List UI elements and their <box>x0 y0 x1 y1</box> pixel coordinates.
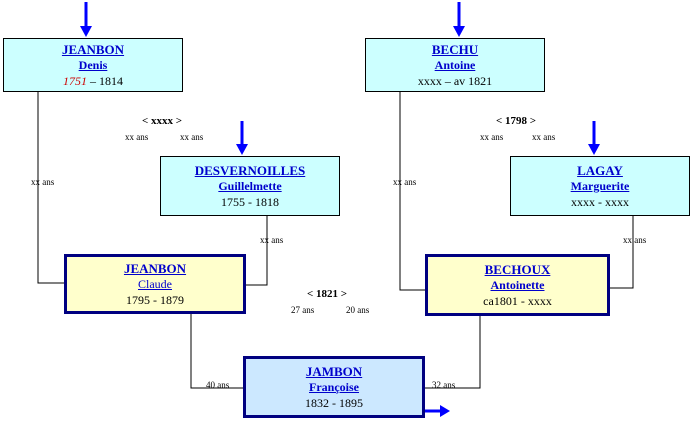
person-dates: 1832 - 1895 <box>305 395 363 410</box>
ancestor-arrow-guillelmette[interactable] <box>236 121 248 155</box>
person-box-desvernoilles-guillelmette[interactable]: DESVERNOILLES Guillelmette 1755 - 1818 <box>160 156 340 216</box>
person-box-bechoux-antoinette[interactable]: BECHOUX Antoinette ca1801 - xxxx <box>425 254 610 316</box>
person-first-name[interactable]: Marguerite <box>570 178 630 193</box>
person-last-name[interactable]: DESVERNOILLES <box>194 162 306 178</box>
ancestor-arrow-antoine[interactable] <box>453 2 465 37</box>
marriage-age-wife: xx ans <box>532 132 556 142</box>
person-dates: xxxx – av 1821 <box>417 73 493 88</box>
person-last-name[interactable]: BECHOUX <box>484 261 551 277</box>
marriage-year-jeanbon-desvernoilles: < xxxx > <box>142 115 183 127</box>
descendant-arrow-francoise[interactable] <box>425 405 450 417</box>
person-dates: xxxx - xxxx <box>571 194 629 209</box>
connector-guillelmette-claude <box>246 216 268 286</box>
marriage-age-husband: xx ans <box>125 132 149 142</box>
parent-age-claude: 40 ans <box>206 380 230 390</box>
parent-age-denis: xx ans <box>31 177 55 187</box>
person-last-name[interactable]: JAMBON <box>305 363 363 379</box>
marriage-age-wife: 20 ans <box>346 305 370 315</box>
connector-denis-claude <box>37 90 66 284</box>
person-last-name[interactable]: BECHU <box>431 41 479 57</box>
person-dates: ca1801 - xxxx <box>483 293 552 308</box>
ancestor-arrow-denis[interactable] <box>80 2 92 37</box>
marriage-age-husband: 27 ans <box>291 305 315 315</box>
marriage-age-husband: xx ans <box>480 132 504 142</box>
birth-year: 1751 <box>63 73 87 88</box>
marriage-age-wife: xx ans <box>180 132 204 142</box>
marriage-year-claude-antoinette: < 1821 > <box>307 288 348 300</box>
person-box-bechu-antoine[interactable]: BECHU Antoine xxxx – av 1821 <box>365 38 545 92</box>
parent-age-antoine: xx ans <box>393 177 417 187</box>
parent-age-marguerite: xx ans <box>623 235 647 245</box>
person-dates: 1755 - 1818 <box>221 194 279 209</box>
person-box-jambon-francoise[interactable]: JAMBON Françoise 1832 - 1895 <box>243 356 425 418</box>
person-last-name[interactable]: JEANBON <box>61 41 125 57</box>
connector-claude-francoise <box>190 312 244 389</box>
person-first-name[interactable]: Antoinette <box>490 277 545 292</box>
person-dates: 1751 – 1814 <box>63 73 123 88</box>
person-box-jeanbon-claude[interactable]: JEANBON Claude 1795 - 1879 <box>64 254 246 314</box>
person-last-name[interactable]: LAGAY <box>577 162 623 178</box>
connector-antoinette-francoise <box>425 316 481 389</box>
marriage-year-bechu-lagay: < 1798 > <box>496 115 537 127</box>
parent-age-guillelmette: xx ans <box>260 235 284 245</box>
person-first-name[interactable]: Denis <box>78 57 108 72</box>
parent-age-antoinette: 32 ans <box>432 380 456 390</box>
person-first-name[interactable]: Guillelmette <box>218 178 282 193</box>
person-dates: 1795 - 1879 <box>126 292 184 307</box>
person-first-name[interactable]: Claude <box>138 276 172 291</box>
person-box-lagay-marguerite[interactable]: LAGAY Marguerite xxxx - xxxx <box>510 156 690 216</box>
person-box-jeanbon-denis[interactable]: JEANBON Denis 1751 – 1814 <box>3 38 183 92</box>
death-year: 1814 <box>99 73 123 88</box>
person-first-name[interactable]: Françoise <box>309 379 359 394</box>
connector-antoine-antoinette <box>399 90 427 291</box>
person-first-name[interactable]: Antoine <box>434 57 476 72</box>
person-last-name[interactable]: JEANBON <box>123 260 187 276</box>
connector-marguerite-antoinette <box>610 216 634 289</box>
ancestor-arrow-marguerite[interactable] <box>588 121 600 155</box>
